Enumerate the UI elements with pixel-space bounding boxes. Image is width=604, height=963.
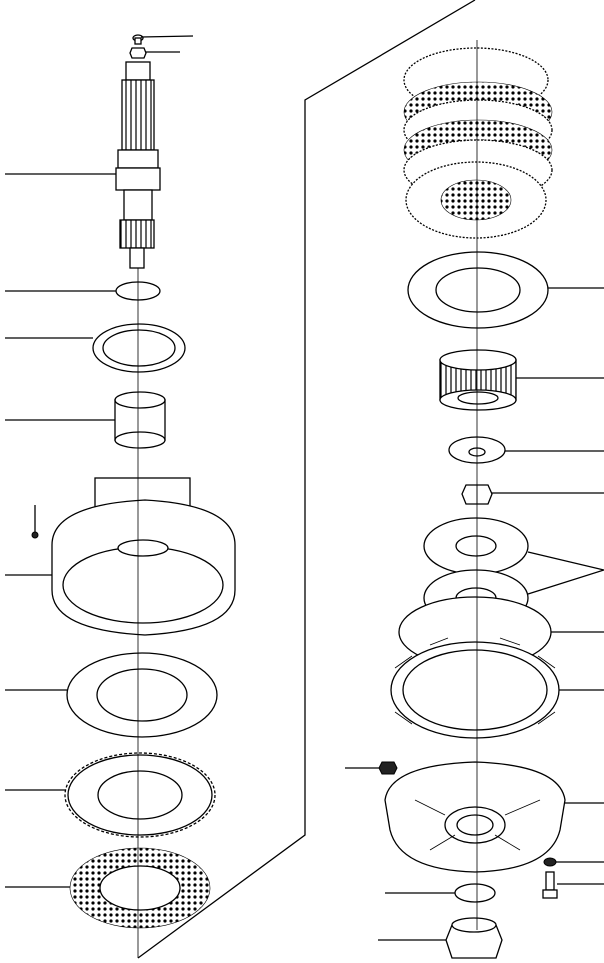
fitting-icon xyxy=(378,761,398,775)
friction-disc-icon xyxy=(69,847,211,929)
separator-plate-icon xyxy=(66,652,218,738)
o-ring-icon xyxy=(454,883,496,903)
nut-icon xyxy=(129,47,147,59)
toothed-plate-icon xyxy=(64,752,216,838)
carrier-ring-icon xyxy=(390,637,560,739)
spur-gear-icon xyxy=(439,349,517,411)
plug-icon xyxy=(445,917,503,959)
leader-thrust-washers xyxy=(527,551,604,595)
end-cover-icon xyxy=(384,761,566,873)
screw-icon xyxy=(132,34,144,45)
separator-plate-right-icon xyxy=(407,251,549,329)
divider-zigzag-line xyxy=(137,0,476,959)
pin-icon xyxy=(31,505,39,539)
clutch-disc-pack-icon xyxy=(403,47,553,239)
leader-screw xyxy=(140,35,194,38)
splined-shaft-icon xyxy=(115,61,161,269)
bolt-icon xyxy=(542,871,558,899)
ring-gear-housing-icon xyxy=(51,477,236,636)
cup-ring-icon xyxy=(92,323,186,373)
lock-washer-icon xyxy=(543,857,557,867)
sleeve-bushing-icon xyxy=(114,391,166,449)
